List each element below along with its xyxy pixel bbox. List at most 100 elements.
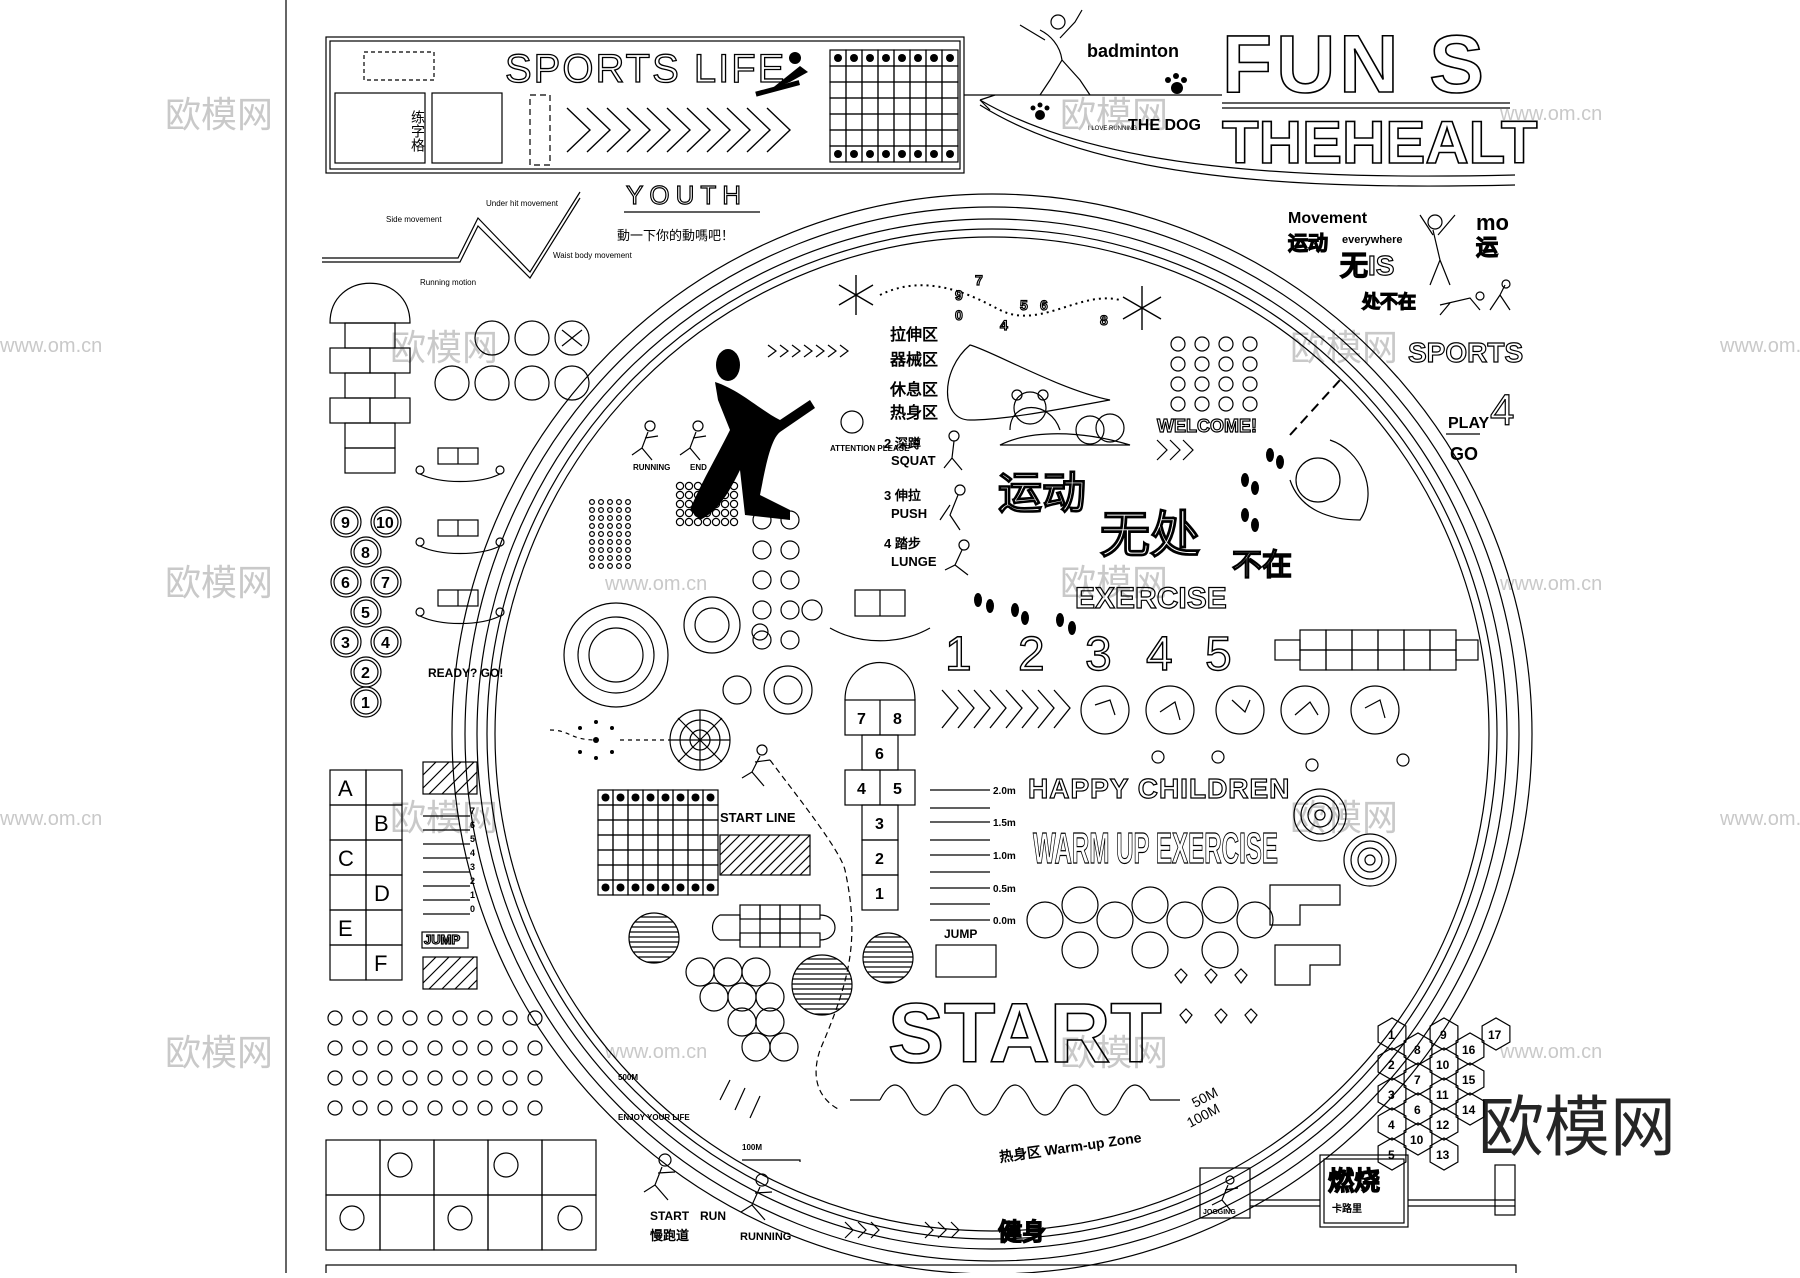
letter-tile <box>1218 336 1234 352</box>
snowflake-icon <box>838 275 1162 330</box>
dot <box>711 481 721 491</box>
dot <box>702 490 712 500</box>
dot <box>780 540 800 560</box>
dot <box>624 538 631 545</box>
attention-icon <box>840 410 864 434</box>
seven-seg-digit: 7 <box>975 272 983 288</box>
dot <box>752 510 772 530</box>
letter-tiles <box>1170 336 1258 412</box>
dot <box>675 499 685 509</box>
hexagon-cell <box>1455 1032 1485 1066</box>
attention-label: ATTENTION PLEASE <box>830 444 910 453</box>
target-icons <box>1293 788 1397 887</box>
dot <box>702 481 712 491</box>
dot <box>502 1100 518 1116</box>
grid-cell <box>845 113 863 131</box>
dot <box>606 522 613 529</box>
dot <box>711 508 721 518</box>
zone-label: 热身区 <box>890 403 938 422</box>
ring <box>1061 886 1099 924</box>
hatched-circle <box>628 912 680 964</box>
grid-cell <box>657 864 674 881</box>
hop-cell <box>1429 629 1457 651</box>
distance-label: 0.0m <box>993 916 1016 927</box>
dot <box>624 562 631 569</box>
four-label: 4 <box>1490 386 1514 435</box>
dot <box>684 481 694 491</box>
hopscotch-number: 7 <box>381 575 390 592</box>
crawling-figure-icon <box>1439 279 1511 316</box>
dot <box>624 507 631 514</box>
grid-cell <box>597 804 614 821</box>
dot <box>427 1040 443 1056</box>
big-number: 3 <box>1085 628 1112 681</box>
letter-tile <box>1170 336 1186 352</box>
grid-cell <box>845 81 863 99</box>
grid-cell <box>642 834 659 851</box>
grid-cell <box>627 819 644 836</box>
i-love-running-label: I LOVE RUNNING <box>1088 126 1137 132</box>
distance-markers <box>930 789 990 921</box>
letter-tile <box>1170 396 1186 412</box>
dot <box>606 562 613 569</box>
hopscotch-number: 6 <box>875 746 884 763</box>
sports-life-title: SPORTS LIFE <box>505 47 786 91</box>
dot <box>729 499 739 509</box>
watermark-url: www.om.cn <box>1499 573 1602 595</box>
dot <box>780 600 800 620</box>
horizontal-hopscotch <box>1274 629 1479 671</box>
arc-road <box>979 104 1516 187</box>
number-circle-inner <box>333 569 359 595</box>
grid-dot <box>914 54 922 62</box>
hopscotch-number: 8 <box>893 711 902 728</box>
grid-cell <box>642 849 659 866</box>
cross-hopscotch <box>711 904 836 948</box>
dot <box>606 499 613 506</box>
exercise-step: 2 深蹲 <box>884 436 921 451</box>
hexagon-number: 3 <box>1388 1088 1395 1102</box>
seesaw-handle <box>495 465 505 475</box>
ring <box>1131 886 1169 924</box>
grid-cell <box>597 849 614 866</box>
yundong-label: 运动 <box>1288 232 1328 255</box>
grid-cell <box>845 65 863 83</box>
enjoy-label: ENJOY YOUR LIFE <box>618 1113 690 1122</box>
dot <box>720 508 730 518</box>
dot <box>615 546 622 553</box>
dot <box>597 522 604 529</box>
hopscotch-number: 1 <box>875 886 884 903</box>
letter-tile <box>1242 396 1258 412</box>
symbol-grid <box>363 51 435 81</box>
grid-cell <box>597 864 614 881</box>
letter-cell <box>329 804 367 841</box>
grid-cell <box>642 864 659 881</box>
dot <box>684 490 694 500</box>
grid-cell <box>702 834 719 851</box>
grid-cell <box>612 804 629 821</box>
grid-cell <box>642 819 659 836</box>
circle-targets-left <box>563 596 823 715</box>
distance-label: 1.0m <box>993 851 1016 862</box>
dot <box>352 1070 368 1086</box>
bottom-hundred-label: 100M <box>742 1143 762 1152</box>
dot <box>452 1040 468 1056</box>
number-circle <box>370 566 402 598</box>
ruler-mark: 6 <box>470 820 475 830</box>
grid-cell <box>672 804 689 821</box>
hexagon-number: 4 <box>1388 1118 1395 1132</box>
hexagon-cell <box>1403 1122 1433 1156</box>
hopscotch-number: 5 <box>893 781 902 798</box>
dotted-wave <box>879 284 1121 317</box>
zig-label: Waist body movement <box>553 251 633 260</box>
dot <box>684 499 694 509</box>
grid-cell <box>925 129 943 147</box>
animal-cell <box>379 1194 435 1251</box>
number-circle <box>330 506 362 538</box>
dot <box>477 1100 493 1116</box>
hexagon-number: 17 <box>1488 1028 1502 1042</box>
grid-dot <box>866 54 874 62</box>
letter-tile <box>1218 376 1234 392</box>
dot <box>780 510 800 530</box>
dot <box>477 1070 493 1086</box>
